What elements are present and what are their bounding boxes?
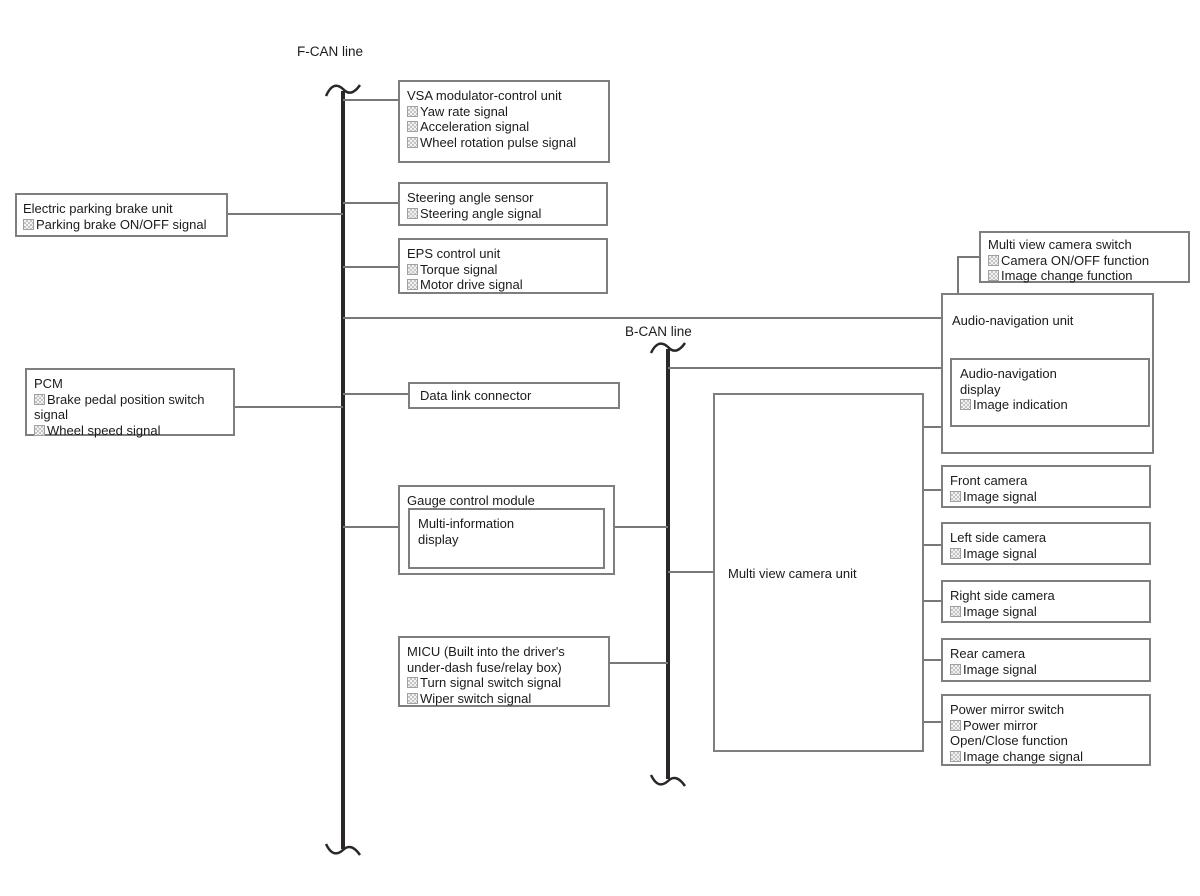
checker-bullet-icon xyxy=(407,677,418,688)
signal-item: Turn signal switch signal xyxy=(420,675,562,690)
b-can-top-squiggle xyxy=(649,342,687,354)
node-title: Multi-information display xyxy=(418,516,515,547)
checker-bullet-icon xyxy=(23,218,34,230)
node-title: MICU (Built into the driver's under-dash… xyxy=(407,644,565,675)
node-title: Gauge control module xyxy=(407,493,535,508)
node-vsa-modulator-control-unit: VSA modulator-control unit Yaw rate sign… xyxy=(398,80,610,163)
node-title: Audio-navigation display xyxy=(960,366,1057,397)
checker-bullet-icon xyxy=(407,136,418,148)
signal-item: Wheel speed signal xyxy=(47,422,161,438)
signal-item: Power mirror Open/Close function xyxy=(950,717,1068,749)
checker-bullet-icon xyxy=(988,270,999,281)
node-audio-navigation-unit: Audio-navigation unit Audio-navigation d… xyxy=(941,293,1154,454)
checker-bullet-icon xyxy=(407,105,418,117)
checker-bullet-icon xyxy=(407,692,418,704)
checker-bullet-icon xyxy=(950,547,961,559)
checker-bullet-icon xyxy=(950,605,961,617)
signal-item: Image signal xyxy=(963,488,1037,504)
signal-item: Wheel rotation pulse signal xyxy=(420,134,577,150)
signal-item: Parking brake ON/OFF signal xyxy=(36,216,207,232)
node-title: Multi view camera unit xyxy=(728,566,857,582)
node-pcm: PCM Brake pedal position switch signal W… xyxy=(25,368,235,438)
checker-bullet-icon xyxy=(34,393,45,405)
checker-bullet-icon xyxy=(988,254,999,266)
checker-bullet-icon xyxy=(950,490,961,502)
signal-item: Image change function xyxy=(1001,268,1133,283)
node-steering-angle-sensor: Steering angle sensor Steering angle sig… xyxy=(398,182,608,226)
connector-switch-audio-nav xyxy=(957,256,979,295)
signal-item: Image signal xyxy=(963,603,1037,619)
signal-item: Image indication xyxy=(973,397,1068,412)
checker-bullet-icon xyxy=(407,263,418,275)
checker-bullet-icon xyxy=(407,207,418,219)
checker-bullet-icon xyxy=(950,719,961,731)
node-audio-navigation-display: Audio-navigation display Image indicatio… xyxy=(950,358,1150,427)
checker-bullet-icon xyxy=(960,399,971,410)
checker-bullet-icon xyxy=(407,121,418,132)
node-front-camera: Front camera Image signal xyxy=(941,465,1151,508)
node-title: Steering angle sensor xyxy=(407,190,534,205)
checker-bullet-icon xyxy=(950,663,961,675)
node-electric-parking-brake-unit: Electric parking brake unit Parking brak… xyxy=(15,193,228,237)
node-title: Rear camera xyxy=(950,646,1026,661)
signal-item: Motor drive signal xyxy=(420,277,523,292)
node-left-side-camera: Left side camera Image signal xyxy=(941,522,1151,565)
b-can-bottom-squiggle xyxy=(649,774,687,787)
signal-item: Wiper switch signal xyxy=(420,690,532,706)
signal-item: Image signal xyxy=(963,661,1037,677)
signal-item: Acceleration signal xyxy=(420,119,530,134)
node-right-side-camera: Right side camera Image signal xyxy=(941,580,1151,623)
node-micu: MICU (Built into the driver's under-dash… xyxy=(398,636,610,707)
f-can-bottom-squiggle xyxy=(324,843,362,856)
node-power-mirror-switch: Power mirror switch Power mirror Open/Cl… xyxy=(941,694,1151,766)
node-eps-control-unit: EPS control unit Torque signal Motor dri… xyxy=(398,238,608,294)
node-multi-view-camera-unit: Multi view camera unit xyxy=(713,393,924,752)
node-title: Left side camera xyxy=(950,530,1047,545)
signal-item: Yaw rate signal xyxy=(420,103,508,119)
signal-item: Image change signal xyxy=(963,748,1083,764)
signal-item: Steering angle signal xyxy=(420,205,542,221)
node-rear-camera: Rear camera Image signal xyxy=(941,638,1151,682)
signal-item: Image signal xyxy=(963,545,1037,561)
node-title: Data link connector xyxy=(420,388,532,403)
checker-bullet-icon xyxy=(407,279,418,290)
node-title: Power mirror switch xyxy=(950,702,1065,717)
signal-item: Brake pedal position switch signal xyxy=(34,391,205,423)
node-title: Audio-navigation unit xyxy=(952,313,1074,328)
node-title: PCM xyxy=(34,376,63,391)
checker-bullet-icon xyxy=(950,750,961,762)
node-multi-information-display: Multi-information display xyxy=(408,508,605,569)
f-can-line-label: F-CAN line xyxy=(297,44,364,59)
signal-item: Torque signal xyxy=(420,261,498,277)
node-title: Multi view camera switch xyxy=(988,237,1132,252)
node-title: VSA modulator-control unit xyxy=(407,88,562,103)
checker-bullet-icon xyxy=(34,424,45,436)
signal-item: Camera ON/OFF function xyxy=(1001,252,1150,268)
node-title: EPS control unit xyxy=(407,246,501,261)
node-multi-view-camera-switch: Multi view camera switch Camera ON/OFF f… xyxy=(979,231,1190,283)
node-title: Right side camera xyxy=(950,588,1055,603)
node-data-link-connector: Data link connector xyxy=(408,382,620,409)
node-title: Front camera xyxy=(950,473,1028,488)
b-can-line-label: B-CAN line xyxy=(625,324,692,339)
f-can-top-squiggle xyxy=(324,84,362,97)
node-gauge-control-module: Gauge control module Multi-information d… xyxy=(398,485,615,575)
node-title: Electric parking brake unit xyxy=(23,201,173,216)
